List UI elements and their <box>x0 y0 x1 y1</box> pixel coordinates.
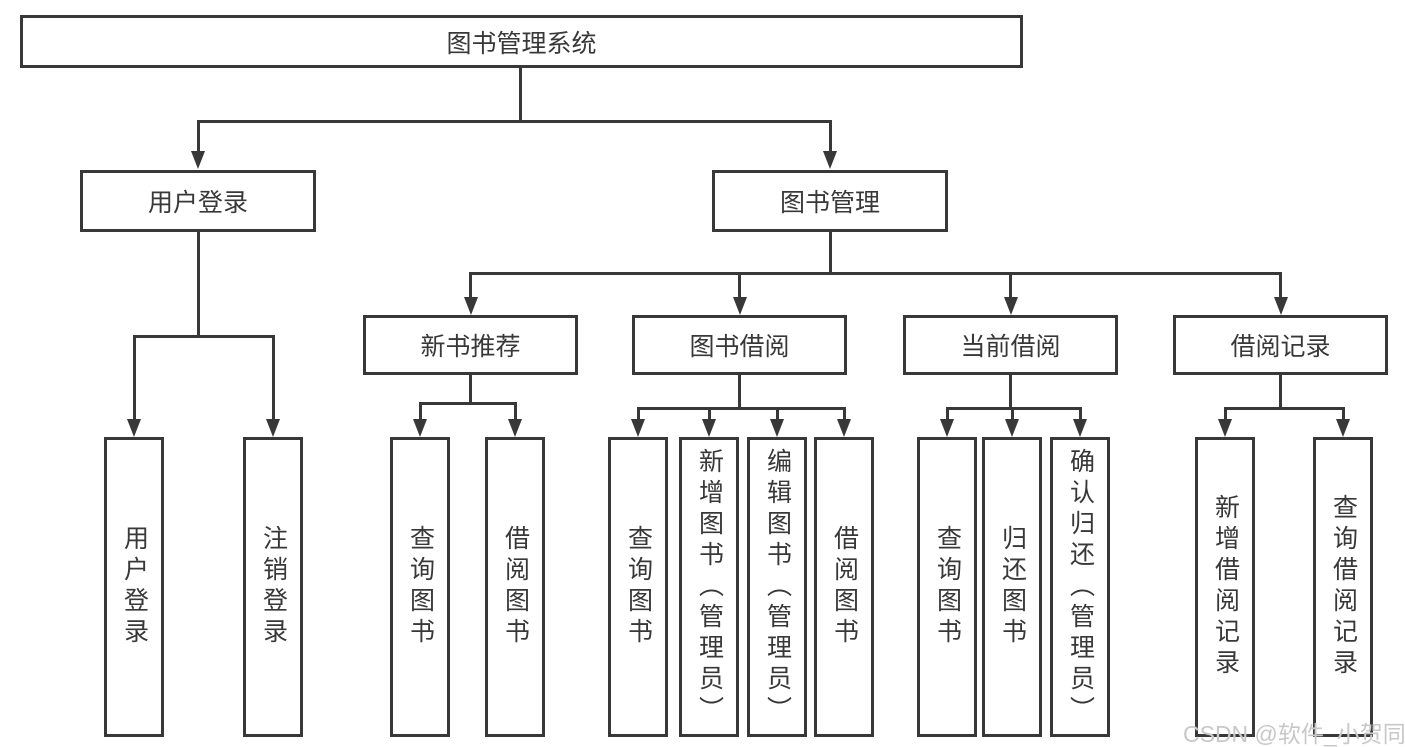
connector-line <box>1342 407 1345 421</box>
leaf-return-books: 归还图书 <box>982 437 1042 737</box>
node-borrow-records-label: 借阅记录 <box>1230 333 1331 361</box>
leaf-query-books-2-label: 查询图书 <box>624 525 653 649</box>
leaf-query-books-3: 查询图书 <box>917 437 977 737</box>
leaf-add-books-admin: 新增图书（管理员） <box>679 437 739 737</box>
arrow-down-icon <box>413 419 427 437</box>
connector-line <box>1079 407 1082 421</box>
leaf-logout: 注销登录 <box>243 437 303 737</box>
leaf-edit-books-admin: 编辑图书（管理员） <box>747 437 807 737</box>
arrow-down-icon <box>940 419 954 437</box>
leaf-add-books-admin-label: 新增图书（管理员） <box>695 447 724 727</box>
arrow-down-icon <box>631 419 645 437</box>
arrow-down-icon <box>508 419 522 437</box>
leaf-query-books-3-label: 查询图书 <box>933 525 962 649</box>
arrow-down-icon <box>464 297 478 315</box>
connector-line <box>469 375 472 402</box>
arrow-down-icon <box>191 151 205 169</box>
leaf-add-borrow-record: 新增借阅记录 <box>1195 437 1255 737</box>
arrow-down-icon <box>702 419 716 437</box>
connector-line <box>197 120 832 123</box>
connector-line <box>419 402 517 405</box>
leaf-confirm-return-admin: 确认归还（管理员） <box>1050 437 1110 737</box>
connector-line <box>708 407 711 421</box>
leaf-query-books-1-label: 查询图书 <box>406 525 435 649</box>
leaf-query-books-2: 查询图书 <box>608 437 668 737</box>
leaf-user-login-label: 用户登录 <box>120 525 149 649</box>
leaf-return-books-label: 归还图书 <box>998 525 1027 649</box>
connector-line <box>738 375 741 407</box>
leaf-query-borrow-record: 查询借阅记录 <box>1313 437 1373 737</box>
node-root-label: 图书管理系统 <box>446 29 597 58</box>
node-current-borrow: 当前借阅 <box>903 315 1118 375</box>
connector-line <box>197 232 200 335</box>
leaf-logout-label: 注销登录 <box>259 525 288 649</box>
connector-line <box>133 335 275 338</box>
connector-line <box>1009 272 1012 299</box>
connector-line <box>738 272 741 299</box>
connector-line <box>1279 272 1282 299</box>
arrow-down-icon <box>127 419 141 437</box>
arrow-down-icon <box>770 419 784 437</box>
node-user-login: 用户登录 <box>80 170 316 232</box>
node-book-management-label: 图书管理 <box>779 189 880 217</box>
leaf-query-borrow-record-label: 查询借阅记录 <box>1329 494 1358 680</box>
node-book-borrow-label: 图书借阅 <box>689 333 790 361</box>
leaf-borrow-books-1: 借阅图书 <box>485 437 545 737</box>
connector-line <box>1011 407 1014 421</box>
leaf-confirm-return-admin-label: 确认归还（管理员） <box>1066 447 1095 727</box>
leaf-edit-books-admin-label: 编辑图书（管理员） <box>763 447 792 727</box>
leaf-query-books-1: 查询图书 <box>390 437 450 737</box>
connector-line <box>519 68 522 120</box>
connector-line <box>1224 407 1227 421</box>
node-user-login-label: 用户登录 <box>147 189 248 217</box>
arrow-down-icon <box>733 297 747 315</box>
connector-line <box>1009 375 1012 407</box>
leaf-borrow-books-1-label: 借阅图书 <box>501 525 530 649</box>
node-borrow-records: 借阅记录 <box>1173 315 1388 375</box>
connector-line <box>946 407 949 421</box>
connector-line <box>133 335 136 421</box>
leaf-borrow-books-2: 借阅图书 <box>814 437 874 737</box>
node-new-book-recommend-label: 新书推荐 <box>420 333 521 361</box>
arrow-down-icon <box>1274 297 1288 315</box>
connector-line <box>1224 407 1345 410</box>
connector-line <box>946 407 1082 410</box>
leaf-user-login: 用户登录 <box>104 437 164 737</box>
leaf-add-borrow-record-label: 新增借阅记录 <box>1211 494 1240 680</box>
connector-line <box>829 120 832 154</box>
leaf-borrow-books-2-label: 借阅图书 <box>830 525 859 649</box>
arrow-down-icon <box>837 419 851 437</box>
connector-line <box>419 402 422 421</box>
arrow-down-icon <box>823 151 837 169</box>
connector-line <box>469 272 1282 275</box>
arrow-down-icon <box>1336 419 1350 437</box>
connector-line <box>776 407 779 421</box>
connector-line <box>843 407 846 421</box>
node-book-borrow: 图书借阅 <box>632 315 847 375</box>
connector-line <box>1279 375 1282 407</box>
node-root: 图书管理系统 <box>20 15 1023 68</box>
connector-line <box>272 335 275 421</box>
connector-line <box>829 232 832 272</box>
node-book-management: 图书管理 <box>712 170 948 232</box>
arrow-down-icon <box>1218 419 1232 437</box>
arrow-down-icon <box>1005 419 1019 437</box>
arrow-down-icon <box>1004 297 1018 315</box>
csdn-watermark: CSDN @软件_小贺同学 <box>1183 721 1405 747</box>
arrow-down-icon <box>1073 419 1087 437</box>
connector-line <box>469 272 472 299</box>
connector-line <box>197 120 200 154</box>
connector-line <box>514 402 517 421</box>
arrow-down-icon <box>266 419 280 437</box>
node-current-borrow-label: 当前借阅 <box>960 333 1061 361</box>
connector-line <box>637 407 846 410</box>
node-new-book-recommend: 新书推荐 <box>363 315 578 375</box>
connector-line <box>637 407 640 421</box>
